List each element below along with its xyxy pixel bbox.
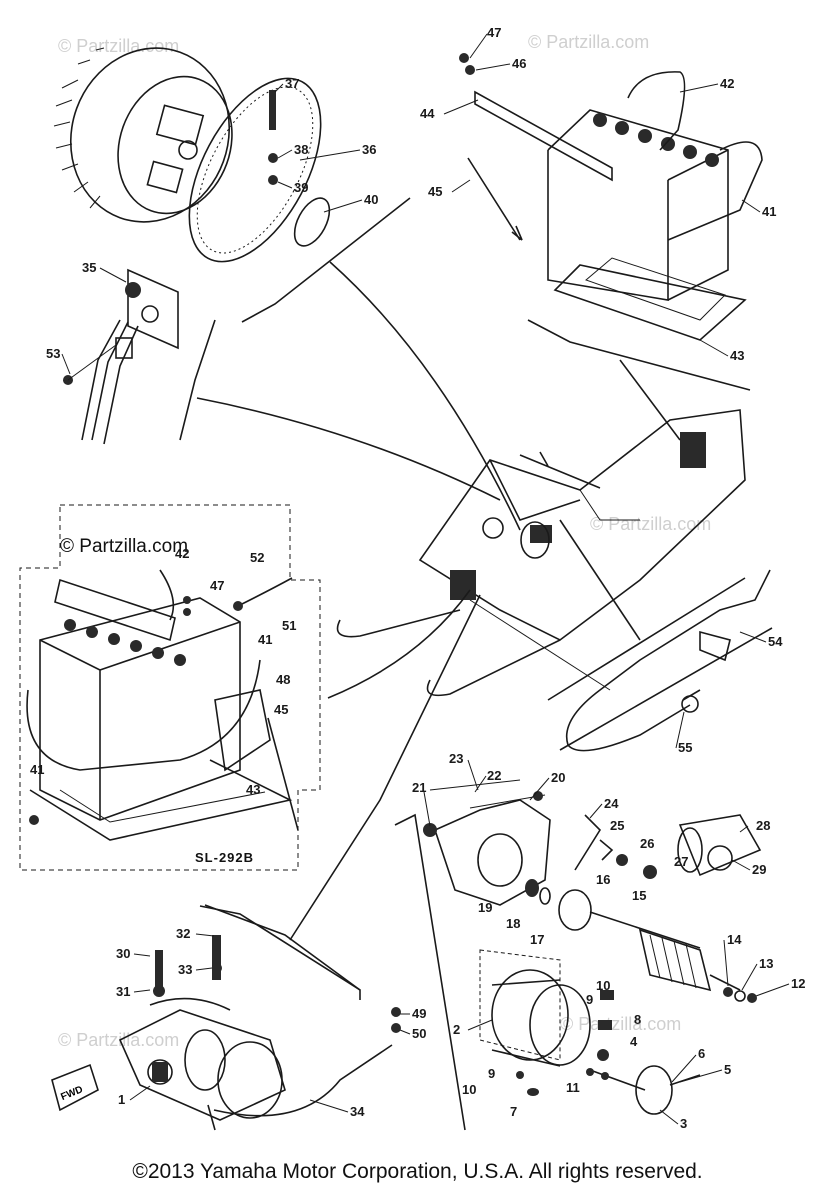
callout-48: 48 (276, 672, 290, 687)
callout-16: 16 (596, 872, 610, 887)
callout-20: 20 (551, 770, 565, 785)
callout-41: 41 (762, 204, 776, 219)
watermark-bottom-right: © Partzilla.com (560, 1014, 681, 1034)
callout-26: 26 (640, 836, 654, 851)
callout-37: 37 (285, 76, 299, 91)
callout-32: 32 (176, 926, 190, 941)
callout-27: 27 (674, 854, 688, 869)
callout-13: 13 (759, 956, 773, 971)
callout-55: 55 (678, 740, 692, 755)
callout-44: 44 (420, 106, 435, 121)
callout-9-top: 9 (586, 992, 593, 1007)
watermark-inset: © Partzilla.com (60, 536, 188, 557)
group-bracket-switch (179, 319, 216, 441)
callout-43-inset: 43 (246, 782, 260, 797)
callout-11: 11 (566, 1080, 580, 1095)
callout-35: 35 (82, 260, 96, 275)
callout-29: 29 (752, 862, 766, 877)
callout-54: 54 (768, 634, 783, 649)
callout-22: 22 (487, 768, 501, 783)
callout-40: 40 (364, 192, 378, 207)
inset-sl-292b: © Partzilla.com SL-292B (19, 504, 321, 871)
watermark-mid-right: © Partzilla.com (590, 514, 711, 534)
callout-45-inset: 45 (274, 702, 288, 717)
callout-5: 5 (724, 1062, 731, 1077)
callout-8: 8 (634, 1012, 641, 1027)
callout-19: 19 (478, 900, 492, 915)
callout-leaders (61, 33, 790, 1125)
main-switch (63, 268, 179, 445)
copyright-notice: ©2013 Yamaha Motor Corporation, U.S.A. A… (132, 1160, 703, 1183)
callout-28: 28 (756, 818, 770, 833)
callout-30: 30 (116, 946, 130, 961)
callout-12: 12 (791, 976, 805, 991)
callout-41-inset: 41 (258, 632, 272, 647)
callout-17: 17 (530, 932, 544, 947)
svg-text:FWD: FWD (59, 1084, 84, 1103)
callout-numbers: 37 38 36 39 40 35 53 47 46 44 42 45 41 4… (30, 25, 805, 1131)
sensor-harness (547, 569, 773, 752)
inset-label: SL-292B (195, 850, 254, 865)
watermark-top-right: © Partzilla.com (528, 32, 649, 52)
callout-41-inset-left: 41 (30, 762, 44, 777)
callout-21: 21 (412, 780, 426, 795)
watermark-top-left: © Partzilla.com (58, 36, 179, 56)
callout-39: 39 (294, 180, 308, 195)
callout-18: 18 (506, 916, 520, 931)
callout-24: 24 (604, 796, 619, 811)
callout-10-top: 10 (596, 978, 610, 993)
callout-47-inset: 47 (210, 578, 224, 593)
callout-3: 3 (680, 1116, 687, 1131)
callout-53: 53 (46, 346, 60, 361)
callout-33: 33 (178, 962, 192, 977)
callout-25: 25 (610, 818, 624, 833)
callout-15: 15 (632, 888, 646, 903)
parts-diagram: © Partzilla.com © Partzilla.com © Partzi… (19, 25, 805, 1131)
callout-1: 1 (118, 1092, 125, 1107)
callout-45: 45 (428, 184, 442, 199)
callout-46: 46 (512, 56, 526, 71)
ring-gear (188, 77, 331, 263)
callout-10-bottom: 10 (462, 1082, 476, 1097)
snowmobile (336, 409, 746, 697)
callout-38: 38 (294, 142, 308, 157)
callout-31: 31 (116, 984, 130, 999)
callout-43: 43 (730, 348, 744, 363)
callout-42-inset: 42 (175, 546, 189, 561)
group-bracket-ring-gear (241, 197, 411, 323)
callout-47: 47 (487, 25, 501, 40)
callout-36: 36 (362, 142, 376, 157)
callout-50: 50 (412, 1026, 426, 1041)
callout-4: 4 (630, 1034, 638, 1049)
group-bracket-battery (527, 319, 751, 391)
starter-motor-exploded (394, 779, 762, 1131)
starter-motor-assembled: FWD (51, 905, 401, 1131)
callout-6: 6 (698, 1046, 705, 1061)
callout-42: 42 (720, 76, 734, 91)
callout-51: 51 (282, 618, 296, 633)
callout-52: 52 (250, 550, 264, 565)
callout-7: 7 (510, 1104, 517, 1119)
callout-9-bottom: 9 (488, 1066, 495, 1081)
watermark-bottom-left: © Partzilla.com (58, 1030, 179, 1050)
group-bracket-starter (204, 904, 361, 991)
callout-14: 14 (727, 932, 742, 947)
leader-lines (196, 261, 681, 941)
callout-34: 34 (350, 1104, 365, 1119)
flywheel-magneto (53, 47, 233, 223)
callout-49: 49 (412, 1006, 426, 1021)
callout-2: 2 (453, 1022, 460, 1037)
callout-23: 23 (449, 751, 463, 766)
battery (459, 53, 763, 341)
